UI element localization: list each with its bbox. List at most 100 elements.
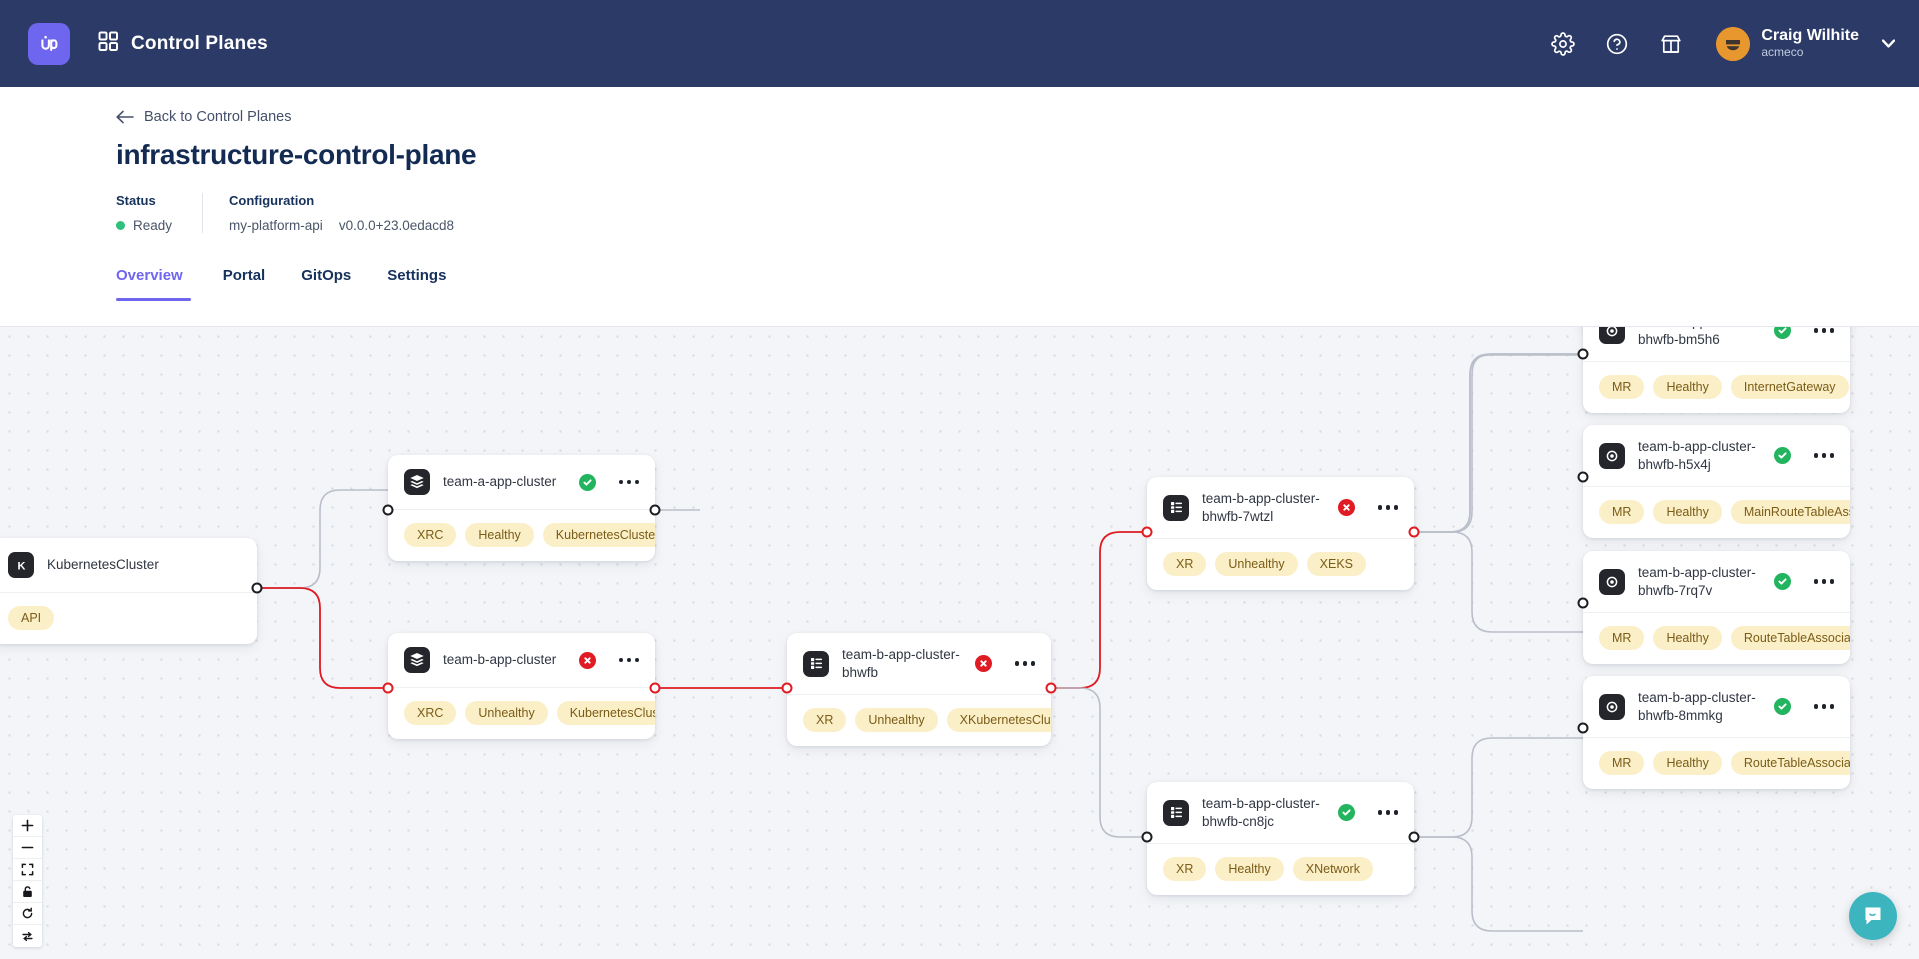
graph-node-team-b-app-cluster-bhwfb-bm5h6[interactable]: team-b-app-cluster-bhwfb-bm5h6 MR Health…: [1583, 327, 1850, 414]
node-handle-right[interactable]: [1408, 526, 1420, 538]
tab-overview[interactable]: Overview: [116, 267, 205, 301]
nav-title: Control Planes: [131, 32, 268, 54]
upbound-logo[interactable]: [28, 22, 70, 65]
node-menu-button[interactable]: [1813, 328, 1834, 333]
status-label: Status: [116, 193, 156, 208]
page-header: Back to Control Planes infrastructure-co…: [0, 87, 1919, 269]
chip: Healthy: [1215, 857, 1284, 882]
node-chips: MR Healthy RouteTableAssociation: [1583, 737, 1850, 789]
status-healthy-icon: [1773, 447, 1791, 465]
node-handle-left[interactable]: [781, 682, 793, 694]
marketplace-icon[interactable]: [1658, 31, 1684, 57]
node-menu-button[interactable]: [1813, 704, 1834, 709]
status-value: Ready: [133, 218, 173, 233]
node-menu-button[interactable]: [1377, 810, 1398, 815]
lock-button[interactable]: [13, 881, 42, 903]
avatar: [1716, 26, 1751, 61]
node-chips: XR Unhealthy XKubernetesCluster: [787, 694, 1051, 746]
graph-node-team-b-app-cluster-bhwfb-8mmkg[interactable]: team-b-app-cluster-bhwfb-8mmkg MR Health…: [1583, 676, 1850, 790]
node-title: team-b-app-cluster-bhwfb-cn8jc: [1202, 796, 1320, 829]
resource-graph-canvas[interactable]: K KubernetesCluster API team-a-app-clust…: [0, 327, 1919, 959]
chip: MR: [1599, 626, 1645, 651]
chat-bubble-icon: [1865, 907, 1881, 925]
reset-button[interactable]: [13, 903, 42, 925]
node-header: K KubernetesCluster: [0, 538, 257, 592]
node-chips: XR Healthy XNetwork: [1147, 843, 1414, 895]
chip: MR: [1599, 500, 1645, 525]
chip: Healthy: [1653, 626, 1722, 651]
arrow-left-icon: [116, 110, 134, 124]
chat-widget[interactable]: [1849, 892, 1897, 940]
chevron-down-icon[interactable]: [1881, 35, 1896, 53]
node-header: team-b-app-cluster-bhwfb-7rq7v: [1583, 551, 1850, 612]
node-handle-left[interactable]: [382, 504, 394, 516]
node-handle-left[interactable]: [382, 682, 394, 694]
zoom-out-button[interactable]: [13, 837, 42, 859]
page-meta-row: Status Ready Configuration my-platform-a…: [116, 193, 1919, 233]
node-chips: XRC Unhealthy KubernetesCluster: [388, 687, 655, 739]
nav-icon-group: [1550, 31, 1684, 57]
node-menu-button[interactable]: [1813, 579, 1834, 584]
fit-view-button[interactable]: [13, 859, 42, 881]
back-to-control-planes-link[interactable]: Back to Control Planes: [116, 109, 292, 125]
node-menu-button[interactable]: [1377, 505, 1398, 510]
graph-node-team-b-app-cluster-bhwfb-7wtzl[interactable]: team-b-app-cluster-bhwfb-7wtzl XR Unheal…: [1147, 477, 1414, 591]
node-menu-button[interactable]: [1813, 453, 1834, 458]
chip: MR: [1599, 375, 1645, 400]
node-handle-left[interactable]: [1577, 597, 1589, 609]
graph-node-team-a-app-cluster[interactable]: team-a-app-cluster XRC Healthy Kubernete…: [388, 455, 655, 561]
settings-gear-icon[interactable]: [1550, 31, 1576, 57]
composite-resource-icon: [1163, 799, 1189, 826]
chip: XNetwork: [1292, 857, 1373, 882]
grid-icon: [98, 31, 119, 57]
top-navigation-bar: Control Planes: [0, 0, 1919, 87]
node-menu-button[interactable]: [618, 657, 639, 663]
node-handle-right[interactable]: [251, 582, 263, 594]
node-handle-left[interactable]: [1577, 348, 1589, 360]
node-header: team-b-app-cluster-bhwfb-8mmkg: [1583, 676, 1850, 737]
graph-node-team-b-app-cluster-bhwfb[interactable]: team-b-app-cluster-bhwfb XR Unhealthy XK…: [787, 633, 1051, 747]
node-header: team-b-app-cluster: [388, 633, 655, 687]
node-title: team-b-app-cluster-bhwfb-bm5h6: [1638, 327, 1756, 347]
node-handle-left[interactable]: [1577, 471, 1589, 483]
node-header: team-b-app-cluster-bhwfb-7wtzl: [1147, 477, 1414, 538]
graph-node-team-b-app-cluster[interactable]: team-b-app-cluster XRC Unhealthy Kuberne…: [388, 633, 655, 739]
chip: RouteTableAssociation: [1730, 626, 1850, 651]
node-title: team-b-app-cluster-bhwfb-h5x4j: [1638, 439, 1756, 472]
status-block: Status Ready: [116, 193, 172, 233]
graph-node-team-b-app-cluster-bhwfb-7rq7v[interactable]: team-b-app-cluster-bhwfb-7rq7v MR Health…: [1583, 551, 1850, 665]
chip: Healthy: [1653, 375, 1722, 400]
configuration-block: Configuration my-platform-api v0.0.0+23.…: [229, 193, 454, 233]
status-healthy-icon: [1337, 804, 1355, 822]
node-handle-left[interactable]: [1141, 831, 1153, 843]
user-menu[interactable]: Craig Wilhite acmeco: [1716, 26, 1896, 61]
node-handle-right[interactable]: [649, 504, 661, 516]
graph-node-team-b-app-cluster-bhwfb-cn8jc[interactable]: team-b-app-cluster-bhwfb-cn8jc XR Health…: [1147, 782, 1414, 896]
tab-settings[interactable]: Settings: [387, 267, 447, 284]
tab-portal[interactable]: Portal: [222, 267, 266, 284]
node-handle-right[interactable]: [1408, 831, 1420, 843]
node-handle-right[interactable]: [1045, 682, 1057, 694]
refresh-button[interactable]: [13, 925, 42, 947]
graph-node-team-b-app-cluster-bhwfb-h5x4j[interactable]: team-b-app-cluster-bhwfb-h5x4j MR Health…: [1583, 425, 1850, 539]
node-handle-left[interactable]: [1141, 526, 1153, 538]
status-unhealthy-icon: [974, 655, 992, 673]
composite-resource-icon: [1163, 494, 1189, 521]
chip: XRC: [404, 523, 457, 547]
help-circle-icon[interactable]: [1604, 31, 1630, 57]
chip: XR: [1163, 857, 1207, 882]
chip: API: [8, 606, 55, 630]
tab-gitops[interactable]: GitOps: [301, 267, 352, 284]
node-handle-left[interactable]: [1577, 722, 1589, 734]
node-menu-button[interactable]: [1014, 661, 1035, 666]
graph-controls: [13, 815, 42, 947]
configuration-values: my-platform-api v0.0.0+23.0edacd8: [229, 218, 454, 233]
chip: XR: [803, 708, 847, 733]
node-menu-button[interactable]: [618, 479, 639, 485]
chip: XKubernetesCluster: [946, 708, 1051, 733]
node-handle-right[interactable]: [649, 682, 661, 694]
zoom-in-button[interactable]: [13, 815, 42, 837]
kubernetes-claim-icon: K: [8, 552, 34, 578]
graph-node-kubernetescluster[interactable]: K KubernetesCluster API: [0, 538, 257, 644]
status-unhealthy-icon: [1337, 499, 1355, 517]
